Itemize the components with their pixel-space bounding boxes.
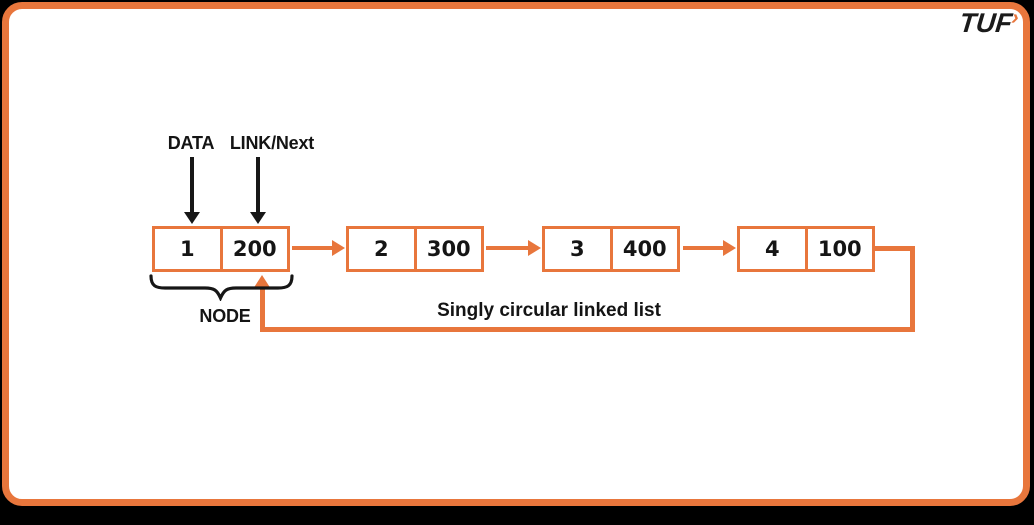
data-pointer-arrowhead-icon xyxy=(184,212,200,224)
next-arrow-1-head-icon xyxy=(332,240,345,256)
node-link-cell: 300 xyxy=(426,237,471,261)
node-label: NODE xyxy=(199,306,251,326)
return-arrowhead-up-icon xyxy=(253,275,271,289)
data-pointer-arrow-shaft xyxy=(190,157,194,214)
link-field-label: LINK/Next xyxy=(229,133,315,153)
return-line-left-vertical xyxy=(260,288,265,332)
next-arrow-3-head-icon xyxy=(723,240,736,256)
node-data-cell: 2 xyxy=(349,229,417,269)
node-link-cell: 400 xyxy=(622,237,667,261)
node-link-cell: 100 xyxy=(817,237,862,261)
return-line-bottom-horizontal xyxy=(262,327,915,332)
next-arrow-2-head-icon xyxy=(528,240,541,256)
diagram-caption: Singly circular linked list xyxy=(437,300,661,321)
link-pointer-arrow-shaft xyxy=(256,157,260,214)
return-line-from-node4 xyxy=(872,246,915,251)
tuf-logo-text: TUF xyxy=(957,8,1014,38)
next-arrow-3-shaft xyxy=(683,246,723,250)
linked-list-node-4: 4 100 xyxy=(737,226,875,272)
linked-list-node-3: 3 400 xyxy=(542,226,680,272)
linked-list-node-2: 2 300 xyxy=(346,226,484,272)
next-arrow-1-shaft xyxy=(292,246,332,250)
node-link-cell: 200 xyxy=(232,237,277,261)
tuf-logo: TUF› xyxy=(936,6,1020,39)
return-line-right-vertical xyxy=(910,246,915,332)
node-data-cell: 4 xyxy=(740,229,808,269)
data-field-label: DATA xyxy=(167,133,215,153)
node-data-cell: 1 xyxy=(155,229,223,269)
linked-list-node-1: 1 200 xyxy=(152,226,290,272)
node-data-cell: 3 xyxy=(545,229,613,269)
node-brace-icon xyxy=(149,274,294,301)
link-pointer-arrowhead-icon xyxy=(250,212,266,224)
next-arrow-2-shaft xyxy=(486,246,528,250)
